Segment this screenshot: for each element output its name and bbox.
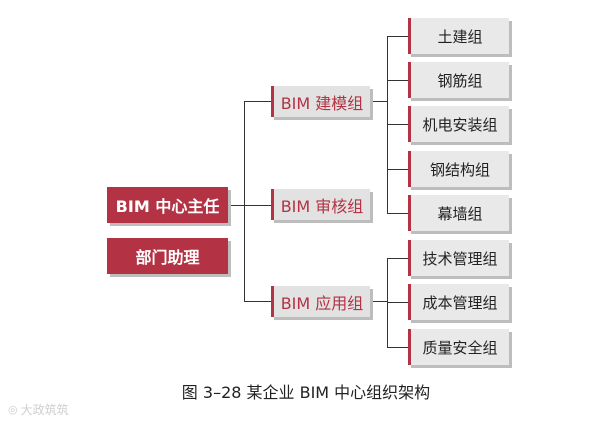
- group-review-box: BIM 审核组: [271, 189, 370, 220]
- connector-line: [387, 80, 408, 81]
- director-box: BIM 中心主任: [107, 187, 228, 223]
- group-application-box: BIM 应用组: [271, 286, 370, 317]
- connector-line: [244, 101, 245, 302]
- connector-line: [370, 301, 388, 302]
- connector-line: [370, 101, 388, 102]
- connector-line: [244, 101, 271, 102]
- subgroup-label: 质量安全组: [422, 338, 498, 357]
- subgroup-box: 质量安全组: [408, 329, 509, 365]
- subgroup-box: 成本管理组: [408, 284, 509, 320]
- logo-icon: ◎: [8, 403, 18, 416]
- subgroup-label: 钢筋组: [437, 71, 483, 90]
- subgroup-box: 钢筋组: [408, 62, 509, 98]
- subgroup-label: 幕墙组: [437, 204, 483, 223]
- connector-line: [244, 301, 271, 302]
- subgroup-label: 技术管理组: [422, 249, 498, 268]
- connector-line: [387, 169, 408, 170]
- subgroup-box: 技术管理组: [408, 240, 509, 276]
- assistant-box: 部门助理: [107, 238, 228, 274]
- group-modeling-label: BIM 建模组: [280, 93, 364, 113]
- connector-line: [387, 258, 388, 348]
- subgroup-label: 机电安装组: [422, 115, 498, 134]
- subgroup-box: 幕墙组: [408, 195, 509, 231]
- group-application-label: BIM 应用组: [280, 293, 364, 313]
- connector-line: [387, 36, 388, 214]
- director-label: BIM 中心主任: [115, 197, 220, 216]
- connector-line: [387, 213, 408, 214]
- subgroup-label: 成本管理组: [422, 293, 498, 312]
- connector-line: [228, 205, 245, 206]
- connector-line: [244, 205, 271, 206]
- connector-line: [387, 258, 408, 259]
- watermark-text: 大政筑筑: [20, 403, 69, 417]
- subgroup-label: 钢结构组: [429, 160, 490, 179]
- subgroup-label: 土建组: [437, 27, 483, 46]
- figure-caption: 图 3–28 某企业 BIM 中心组织架构: [181, 383, 431, 402]
- subgroup-box: 钢结构组: [408, 151, 509, 187]
- group-modeling-box: BIM 建模组: [271, 86, 370, 117]
- connector-line: [387, 124, 408, 125]
- subgroup-box: 机电安装组: [408, 106, 509, 142]
- watermark: ◎ 大政筑筑: [8, 401, 69, 418]
- connector-line: [387, 36, 408, 37]
- connector-line: [387, 347, 408, 348]
- assistant-label: 部门助理: [135, 248, 200, 267]
- subgroup-box: 土建组: [408, 18, 509, 54]
- connector-line: [387, 302, 408, 303]
- group-review-label: BIM 审核组: [280, 196, 364, 216]
